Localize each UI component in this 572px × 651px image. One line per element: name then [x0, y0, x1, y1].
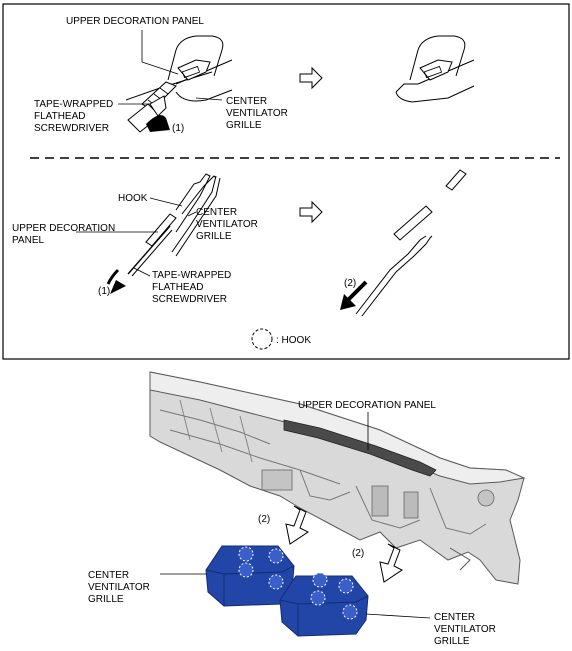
center-ventilator-grille-right — [279, 572, 431, 637]
label-upper-decoration-panel-mid-1: UPPER DECORATION — [12, 223, 115, 234]
top-left-illustration — [118, 30, 233, 133]
label-step-1-top: (1) — [172, 123, 184, 134]
label-grille-top-3: GRILLE — [226, 120, 262, 131]
label-screwdriver-mid-3: SCREWDRIVER — [152, 294, 227, 305]
label-screwdriver-top-1: TAPE-WRAPPED — [34, 99, 113, 110]
next-step-arrow-top — [299, 66, 323, 90]
label-grille-bottom-right-1: CENTER — [434, 612, 475, 623]
label-screwdriver-top-3: SCREWDRIVER — [34, 123, 109, 134]
hook-marker — [312, 572, 328, 588]
hook-legend-icon — [251, 328, 273, 350]
label-grille-mid-2: VENTILATOR — [196, 219, 258, 230]
label-grille-bottom-right-2: VENTILATOR — [434, 624, 496, 635]
label-grille-bottom-left-3: GRILLE — [88, 594, 124, 605]
label-grille-mid-1: CENTER — [196, 207, 237, 218]
label-screwdriver-mid-2: FLATHEAD — [152, 282, 204, 293]
label-upper-decoration-panel-top: UPPER DECORATION PANEL — [66, 16, 204, 27]
hook-marker — [238, 562, 254, 578]
upper-frame — [2, 3, 570, 360]
label-step-2-bottom-right: (2) — [352, 548, 364, 559]
label-screwdriver-mid-1: TAPE-WRAPPED — [152, 270, 231, 281]
hook-marker — [338, 578, 354, 594]
middle-right-illustration — [340, 169, 467, 317]
center-ventilator-grille-left — [160, 545, 295, 607]
top-right-illustration — [395, 35, 475, 103]
label-screwdriver-top-2: FLATHEAD — [34, 111, 86, 122]
label-grille-top-1: CENTER — [226, 96, 267, 107]
hook-marker — [238, 546, 254, 562]
label-upper-decoration-panel-bottom: UPPER DECORATION PANEL — [298, 400, 436, 411]
label-step-1-mid: (1) — [98, 286, 110, 297]
label-grille-bottom-right-3: GRILLE — [434, 636, 470, 647]
label-hook: HOOK — [118, 193, 148, 204]
hook-marker — [310, 590, 326, 606]
label-hook-legend: : HOOK — [276, 335, 311, 346]
label-grille-mid-3: GRILLE — [196, 231, 232, 242]
hook-marker — [268, 548, 284, 564]
label-step-2-bottom-left: (2) — [258, 514, 270, 525]
middle-left-illustration — [76, 173, 221, 294]
hook-marker — [268, 574, 284, 590]
next-step-arrow-middle — [299, 200, 323, 224]
remove-arrow-right — [379, 543, 403, 583]
dashboard-illustration — [149, 371, 526, 585]
label-grille-top-2: VENTILATOR — [226, 108, 288, 119]
label-grille-bottom-left-2: VENTILATOR — [88, 582, 150, 593]
hook-marker — [342, 604, 358, 620]
label-upper-decoration-panel-mid-2: PANEL — [12, 235, 44, 246]
label-step-2-mid: (2) — [344, 278, 356, 289]
remove-arrow-left — [285, 505, 309, 545]
label-grille-bottom-left-1: CENTER — [88, 570, 129, 581]
